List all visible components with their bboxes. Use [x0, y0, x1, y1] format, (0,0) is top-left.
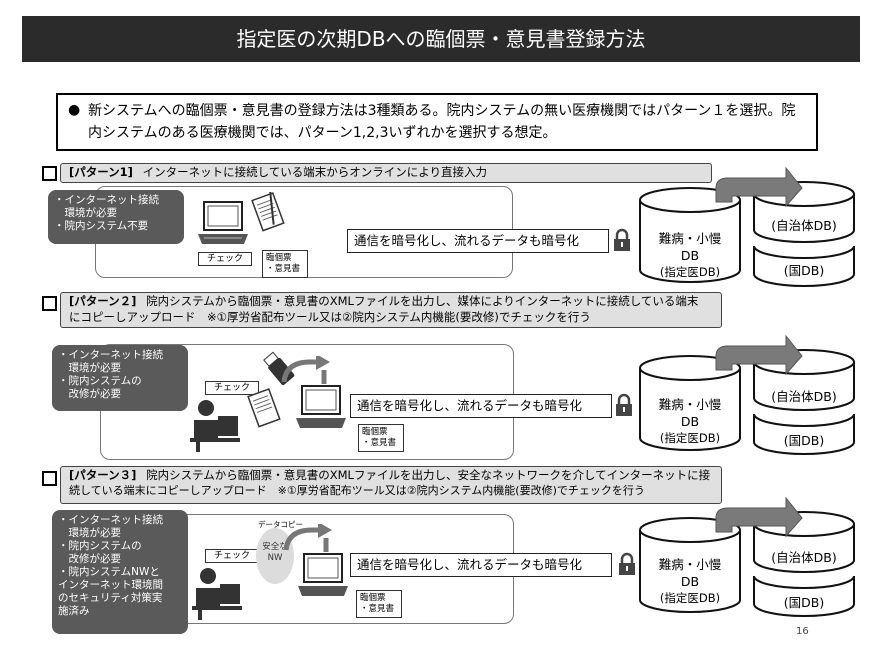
pattern1-requirements: ・インターネット接続 環境が必要 ・院内システム不要: [48, 190, 184, 244]
pattern1-main-db-label: 難病・小慢 DB (指定医DB): [640, 230, 740, 281]
req-line: ・院内システムNWと: [58, 566, 160, 578]
pattern2-db-diagram: [639, 334, 855, 455]
pattern2-header: [パターン２] 院内システムから臨個票・意見書のXMLファイルを出力し、媒体によ…: [60, 292, 722, 328]
doc-line: ・意見書: [360, 604, 395, 614]
db-line: DB: [680, 574, 700, 589]
req-line: ・院内システムの: [58, 540, 142, 552]
db-line: 難病・小慢: [658, 557, 722, 572]
db-line: (指定医DB): [659, 265, 721, 279]
pattern2-encryption-box: 通信を暗号化し、流れるデータも暗号化: [350, 394, 612, 418]
safe-nw-line: NW: [267, 553, 283, 563]
pattern3-db-diagram: [639, 496, 855, 617]
req-line: 環境が必要: [58, 527, 121, 539]
req-line: ・インターネット接続: [58, 514, 163, 526]
pattern3-doc-label: 臨個票 ・意見書: [356, 590, 402, 618]
req-line: 改修が必要: [58, 388, 121, 400]
req-line: 環境が必要: [58, 362, 121, 374]
laptop-icon: [298, 553, 348, 596]
doc-line: ・意見書: [266, 264, 301, 274]
pattern1-label: [パターン1]: [69, 165, 133, 179]
pattern3-label: [パターン３]: [69, 468, 137, 482]
pattern3-desc-1: 院内システムから臨個票・意見書のXMLファイルを出力し、安全なネットワークを介し…: [146, 468, 711, 482]
db-line: (指定医DB): [659, 591, 721, 605]
pattern1-national-db-label: (国DB): [783, 263, 825, 278]
req-line: ・インターネット接続: [58, 349, 163, 361]
laptop-icon: [198, 201, 248, 244]
usb-drive-icon: [263, 351, 295, 386]
intro-bullet: ●: [68, 102, 81, 118]
pattern3-requirements: ・インターネット接続 環境が必要 ・院内システムの 改修が必要 ・院内システムN…: [52, 510, 188, 634]
page-number: 16: [796, 626, 809, 637]
lock-icon: [614, 228, 630, 251]
laptop-icon: [296, 385, 346, 428]
safe-network-label: 安全な NW: [258, 542, 292, 564]
pattern1-local-db-label: (自治体DB): [771, 218, 837, 233]
copy-arrow-icon: [283, 524, 332, 552]
intro-text: 新システムへの臨個票・意見書の登録方法は3種類ある。院内システムの無い医療機関で…: [88, 103, 796, 141]
req-line: 環境が必要: [54, 207, 117, 219]
intro-box: [56, 93, 818, 151]
db-line: (指定医DB): [659, 431, 721, 445]
page-title: 指定医の次期DBへの臨個票・意見書登録方法: [236, 27, 646, 51]
pattern3-check-label: チェック: [205, 549, 259, 563]
pattern1-desc: インターネットに接続している端末からオンラインにより直接入力: [142, 165, 488, 179]
pattern3-desc-2: 続している端末にコピーしアップロード ※①厚労省配布ツール又は②院内システム内機…: [69, 484, 645, 497]
req-line: ・インターネット接続: [54, 194, 159, 206]
pattern3-encryption-box: 通信を暗号化し、流れるデータも暗号化: [350, 553, 612, 577]
req-line: ・院内システム不要: [54, 220, 149, 232]
lock-icon: [616, 393, 632, 416]
paper-form-icon: [247, 388, 281, 428]
pattern1-checkbox[interactable]: [42, 166, 57, 181]
doc-line: 臨個票: [266, 253, 292, 263]
pattern2-local-db-label: (自治体DB): [771, 389, 837, 404]
person-at-desk-icon: [190, 400, 240, 452]
req-line: 改修が必要: [58, 553, 121, 565]
req-line: 施済み: [58, 605, 90, 617]
pattern1-encryption-box: 通信を暗号化し、流れるデータも暗号化: [347, 229, 609, 253]
pattern1-doc-label: 臨個票 ・意見書: [262, 250, 308, 278]
pattern3-local-db-label: (自治体DB): [771, 550, 837, 565]
pattern3-main-db-label: 難病・小慢 DB (指定医DB): [640, 556, 740, 607]
pattern2-doc-label: 臨個票 ・意見書: [358, 424, 404, 452]
data-copy-label: データコピー: [258, 520, 303, 529]
pattern3-national-db-label: (国DB): [783, 595, 825, 610]
pattern3-checkbox[interactable]: [42, 471, 57, 486]
pattern3-header: [パターン３] 院内システムから臨個票・意見書のXMLファイルを出力し、安全なネ…: [60, 466, 722, 504]
pattern1-check-label: チェック: [198, 252, 252, 266]
req-line: のセキュリティ対策実: [58, 592, 163, 604]
pattern2-label: [パターン２]: [69, 294, 137, 308]
safe-nw-line: 安全な: [262, 542, 288, 552]
pattern2-national-db-label: (国DB): [783, 433, 825, 448]
req-line: インターネット環境間: [58, 579, 163, 591]
db-line: 難病・小慢: [658, 231, 722, 246]
pattern1-header: [パターン1] インターネットに接続している端末からオンラインにより直接入力: [60, 163, 712, 183]
pattern1-db-diagram: [639, 166, 855, 287]
pattern2-desc-1: 院内システムから臨個票・意見書のXMLファイルを出力し、媒体によりインターネット…: [146, 294, 699, 308]
pattern2-main-db-label: 難病・小慢 DB (指定医DB): [640, 396, 740, 447]
db-line: DB: [680, 414, 700, 429]
doc-line: 臨個票: [360, 593, 386, 603]
pattern2-checkbox[interactable]: [42, 296, 57, 311]
doc-line: 臨個票: [362, 427, 388, 437]
paper-form-icon: [251, 192, 285, 232]
copy-arrow-icon: [281, 356, 330, 384]
safe-network-cloud-icon: [256, 528, 294, 584]
person-at-desk-icon: [192, 568, 242, 620]
title-bar: [22, 16, 860, 62]
doc-line: ・意見書: [362, 438, 397, 448]
lock-icon: [619, 552, 635, 575]
req-line: ・院内システムの: [58, 375, 142, 387]
db-line: DB: [680, 248, 700, 263]
pattern2-requirements: ・インターネット接続 環境が必要 ・院内システムの 改修が必要: [52, 345, 188, 411]
pattern2-desc-2: にコピーしアップロード ※①厚労省配布ツール又は②院内システム内機能(要改修)で…: [69, 310, 591, 324]
db-line: 難病・小慢: [658, 397, 722, 412]
pattern2-check-label: チェック: [205, 381, 259, 395]
